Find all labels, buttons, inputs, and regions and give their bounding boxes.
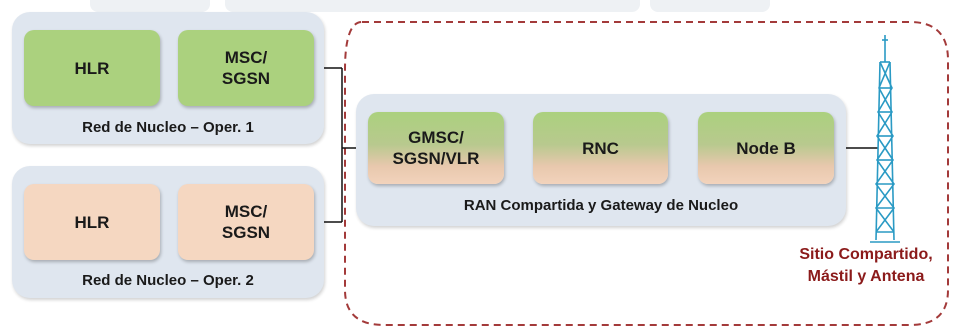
top-strip-middle (225, 0, 640, 12)
rnc-label: RNC (582, 138, 619, 158)
hlr-node-op2[interactable]: HLR (24, 184, 160, 260)
gmsc-sgsn-vlr-node[interactable]: GMSC/ SGSN/VLR (368, 112, 504, 184)
node-b-label: Node B (736, 138, 796, 158)
sgsn-vlr-label: SGSN/VLR (392, 149, 480, 168)
sgsn-label-op2: SGSN (221, 223, 271, 242)
gmsc-label: GMSC/ (408, 128, 464, 147)
shared-site-label-line1: Sitio Compartido, (799, 246, 933, 263)
msc-sgsn-node-op1[interactable]: MSC/ SGSN (178, 30, 314, 106)
antenna-tower-icon (870, 35, 900, 243)
node-b[interactable]: Node B (698, 112, 834, 184)
core-network-label-op1: Red de Nucleo – Oper. 1 (82, 119, 254, 136)
top-strip-left (90, 0, 210, 12)
rnc-node[interactable]: RNC (533, 112, 668, 184)
hlr-label-op1: HLR (74, 58, 110, 78)
shared-site-label-line2: Mástil y Antena (807, 268, 925, 285)
msc-sgsn-node-op2[interactable]: MSC/ SGSN (178, 184, 314, 260)
sgsn-label-op1: SGSN (221, 69, 271, 88)
shared-region-border (344, 21, 949, 326)
core-network-label-op2: Red de Nucleo – Oper. 2 (82, 272, 254, 289)
msc-label-op1: MSC/ (224, 48, 268, 67)
hlr-node-op1[interactable]: HLR (24, 30, 160, 106)
msc-label-op2: MSC/ (224, 202, 268, 221)
hlr-label-op2: HLR (74, 212, 110, 232)
shared-site-label: Sitio Compartido, Mástil y Antena (776, 244, 956, 288)
shared-ran-label: RAN Compartida y Gateway de Nucleo (463, 197, 739, 214)
top-strip-right (650, 0, 770, 12)
